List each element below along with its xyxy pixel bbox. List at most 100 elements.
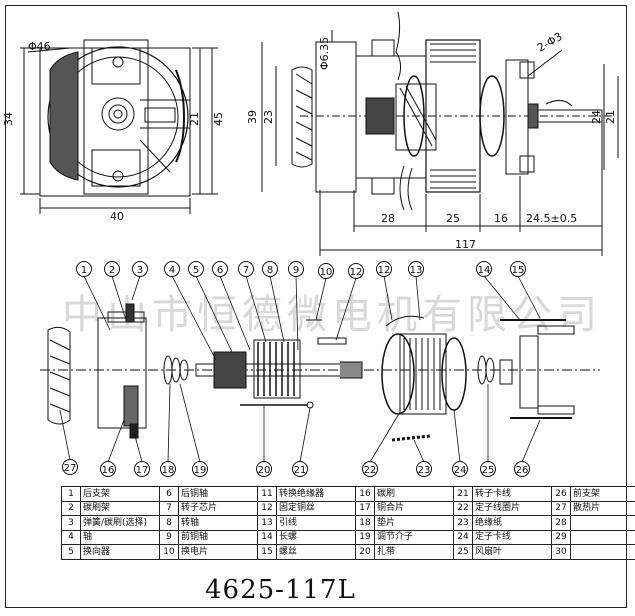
part-label: 前支架 [570, 486, 635, 502]
part-label [570, 515, 635, 531]
part-label: 后铜轴 [178, 486, 258, 502]
part-label: 扎带 [374, 544, 454, 560]
part-number: 10 [159, 544, 179, 560]
callout-22: 22 [364, 465, 377, 476]
callout-12b: 12 [378, 265, 391, 276]
part-label [570, 529, 635, 545]
callout-12a: 12 [350, 267, 363, 278]
part-number: 6 [159, 486, 179, 502]
callout-24: 24 [454, 465, 467, 476]
callout-1: 1 [81, 265, 87, 276]
part-label: 绝缘纸 [472, 515, 552, 531]
part-label: 弹簧/碳刷(选择) [80, 515, 160, 531]
callout-leaders [59, 275, 541, 463]
part-label: 定子卡线 [472, 529, 552, 545]
part-label: 转子卡线 [472, 486, 552, 502]
callout-27: 27 [64, 463, 77, 474]
part-number: 14 [257, 529, 277, 545]
callout-15: 15 [512, 265, 525, 276]
dim-motor-inner-height: 23 [262, 110, 275, 124]
part-label [570, 544, 635, 560]
callout-25: 25 [482, 465, 495, 476]
callout-17: 17 [136, 465, 149, 476]
part-number: 19 [355, 529, 375, 545]
callout-2: 2 [109, 265, 115, 276]
part-number: 16 [355, 486, 375, 502]
part-number: 24 [453, 529, 473, 545]
part-number: 22 [453, 500, 473, 516]
part-label: 换电片 [178, 544, 258, 560]
part-number: 7 [159, 500, 179, 516]
part-number: 17 [355, 500, 375, 516]
part-label: 碳刷 [374, 486, 454, 502]
callouts-bottom [62, 459, 530, 477]
callout-9: 9 [293, 265, 299, 276]
part-label: 风扇叶 [472, 544, 552, 560]
part-number: 28 [551, 515, 571, 531]
callout-26: 26 [516, 465, 529, 476]
callout-6: 6 [217, 265, 223, 276]
part-number: 1 [61, 486, 81, 502]
part-number: 20 [355, 544, 375, 560]
part-number: 30 [551, 544, 571, 560]
dim-bracket-diameter: Φ46 [28, 40, 51, 53]
part-label: 定子线圈片 [472, 500, 552, 516]
part-label: 碳刷架 [80, 500, 160, 516]
callout-8: 8 [267, 265, 273, 276]
part-label: 前铜轴 [178, 529, 258, 545]
part-number: 26 [551, 486, 571, 502]
part-label: 铜合片 [374, 500, 454, 516]
side-view [261, 11, 619, 256]
dim-length-c: 16 [494, 212, 508, 225]
dim-shaft-height-right2: 21 [604, 110, 617, 124]
part-label: 长螺 [276, 529, 356, 545]
part-number: 4 [61, 529, 81, 545]
dim-bracket-overall-height: 45 [212, 112, 225, 126]
callout-3: 3 [137, 265, 143, 276]
part-number: 29 [551, 529, 571, 545]
callout-16: 16 [102, 465, 115, 476]
callout-7: 7 [243, 265, 249, 276]
dim-shaft-diameter: Φ6.35 [318, 37, 331, 70]
callout-21: 21 [294, 465, 307, 476]
exploded-view [40, 303, 600, 442]
part-number: 25 [453, 544, 473, 560]
part-label: 调节介子 [374, 529, 454, 545]
drawing-frame [5, 5, 627, 608]
callout-14: 14 [478, 265, 491, 276]
part-label: 散热片 [570, 500, 635, 516]
callout-labels-top: 1 2 3 4 5 6 7 8 9 10 12 12 13 14 15 [81, 265, 525, 278]
part-number: 15 [257, 544, 277, 560]
part-number: 18 [355, 515, 375, 531]
callout-13: 13 [410, 265, 423, 276]
callout-4: 4 [169, 265, 175, 276]
part-label: 螺丝 [276, 544, 356, 560]
part-label: 转轴 [178, 515, 258, 531]
part-number: 5 [61, 544, 81, 560]
dim-bracket-height: 34 [2, 112, 15, 126]
part-number: 21 [453, 486, 473, 502]
part-label: 转子芯片 [178, 500, 258, 516]
part-label: 转换绝缘器 [276, 486, 356, 502]
dim-shaft-height-right: 24 [590, 110, 603, 124]
callouts-top [76, 261, 526, 279]
callout-20: 20 [258, 465, 271, 476]
part-number: 23 [453, 515, 473, 531]
part-number: 8 [159, 515, 179, 531]
dim-shaft-extension: 24.5±0.5 [526, 212, 577, 225]
part-label: 垫片 [374, 515, 454, 531]
dim-length-a: 28 [381, 212, 395, 225]
dim-length-b: 25 [446, 212, 460, 225]
callout-5: 5 [193, 265, 199, 276]
part-number: 13 [257, 515, 277, 531]
callout-23: 23 [418, 465, 431, 476]
dim-overall-length: 117 [455, 238, 476, 251]
callout-19: 19 [194, 465, 207, 476]
part-label: 换向器 [80, 544, 160, 560]
watermark-text: 中山市恒德微电机有限公司 [62, 292, 602, 338]
part-label: 固定铜丝 [276, 500, 356, 516]
